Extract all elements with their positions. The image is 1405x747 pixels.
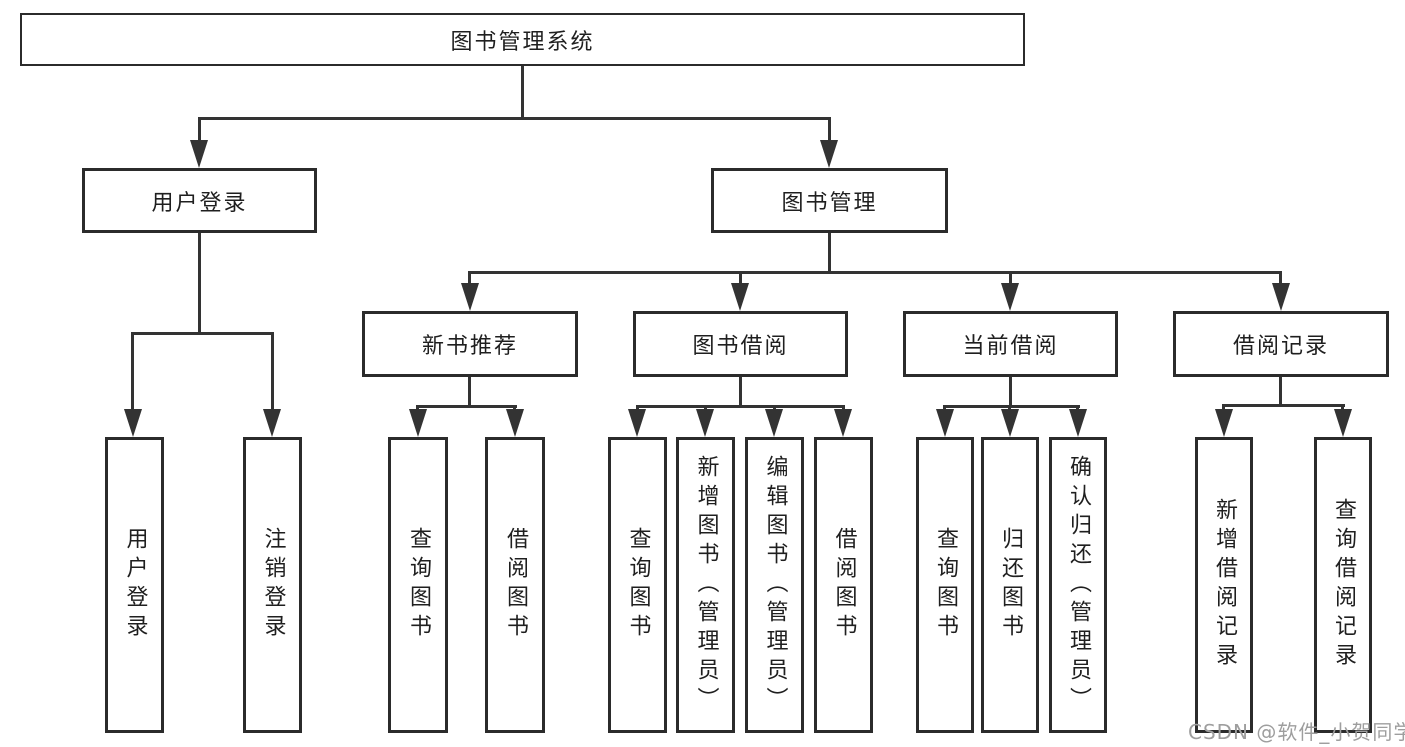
connector-line [513,405,516,412]
leaf-label: 查询借阅记录 [1331,498,1356,672]
connector-line [198,233,201,334]
connector-line [131,332,134,410]
connector-line [1341,404,1344,412]
node-root: 图书管理系统 [20,13,1025,66]
connector-line [131,332,274,335]
csdn-watermark: CSDN @软件_小贺同学 [1188,720,1405,744]
arrow-down [628,409,646,437]
connector-line [1222,404,1225,412]
connector-line [468,377,471,408]
leaf-return-books: 归还图书 [981,437,1039,733]
arrow-down [1069,409,1087,437]
leaf-query-books-borrow: 查询图书 [608,437,667,733]
leaf-add-books-admin: 新增图书（管理员） [676,437,735,733]
connector-line [636,405,639,412]
arrow-down [409,409,427,437]
arrow-down [834,409,852,437]
leaf-label: 借阅图书 [831,527,857,643]
arrow-down [696,409,714,437]
leaf-edit-books-admin: 编辑图书（管理员） [745,437,804,733]
arrow-down [820,140,838,168]
arrow-down [1215,409,1233,437]
connector-line [1009,377,1012,408]
connector-line [636,405,845,408]
node-user-login: 用户登录 [82,168,317,233]
arrow-down [1001,283,1019,311]
leaf-query-borrow-record: 查询借阅记录 [1314,437,1372,733]
connector-line [198,117,831,120]
node-current-borrow: 当前借阅 [903,311,1118,377]
connector-line [773,405,776,412]
leaf-label: 查询图书 [406,527,431,643]
connector-line [704,405,707,412]
connector-line [1222,404,1345,407]
leaf-label: 查询图书 [933,527,958,643]
connector-line [739,377,742,408]
arrow-down [124,409,142,437]
leaf-query-books-current: 查询图书 [916,437,974,733]
connector-line [943,405,946,412]
connector-line [1008,405,1011,412]
connector-line [1076,405,1079,412]
leaf-query-books-recommend: 查询图书 [388,437,448,733]
connector-line [943,405,1080,408]
leaf-borrow-books-recommend: 借阅图书 [485,437,545,733]
connector-line [739,271,742,285]
node-book-management: 图书管理 [711,168,948,233]
connector-line [1279,377,1282,407]
connector-line [521,66,524,119]
connector-line [828,117,831,141]
arrow-down [263,409,281,437]
connector-line [416,405,517,408]
leaf-label: 用户登录 [122,527,148,643]
node-borrow-records: 借阅记录 [1173,311,1389,377]
arrow-down [1001,409,1019,437]
leaf-confirm-return-admin: 确认归还（管理员） [1049,437,1107,733]
leaf-label: 归还图书 [998,527,1023,643]
connector-line [1009,271,1012,285]
arrow-down [190,140,208,168]
leaf-add-borrow-record: 新增借阅记录 [1195,437,1253,733]
connector-line [828,233,831,274]
arrow-down [1272,283,1290,311]
arrow-down [506,409,524,437]
connector-line [468,271,471,285]
connector-line [416,405,419,412]
node-new-book-recommend: 新书推荐 [362,311,578,377]
leaf-borrow-books: 借阅图书 [814,437,873,733]
connector-line [468,271,1282,274]
arrow-down [936,409,954,437]
leaf-label: 注销登录 [260,527,286,643]
leaf-label: 编辑图书（管理员） [762,454,788,716]
leaf-label: 借阅图书 [503,527,528,643]
leaf-label: 新增图书（管理员） [693,454,719,716]
leaf-label: 确认归还（管理员） [1066,454,1091,716]
connector-line [1279,271,1282,285]
connector-line [198,117,201,141]
arrow-down [731,283,749,311]
connector-line [842,405,845,412]
leaf-label: 查询图书 [625,527,651,643]
node-book-borrow: 图书借阅 [633,311,848,377]
leaf-user-login: 用户登录 [105,437,164,733]
connector-line [271,332,274,410]
arrow-down [765,409,783,437]
leaf-label: 新增借阅记录 [1212,498,1237,672]
leaf-logout: 注销登录 [243,437,302,733]
arrow-down [1334,409,1352,437]
arrow-down [461,283,479,311]
